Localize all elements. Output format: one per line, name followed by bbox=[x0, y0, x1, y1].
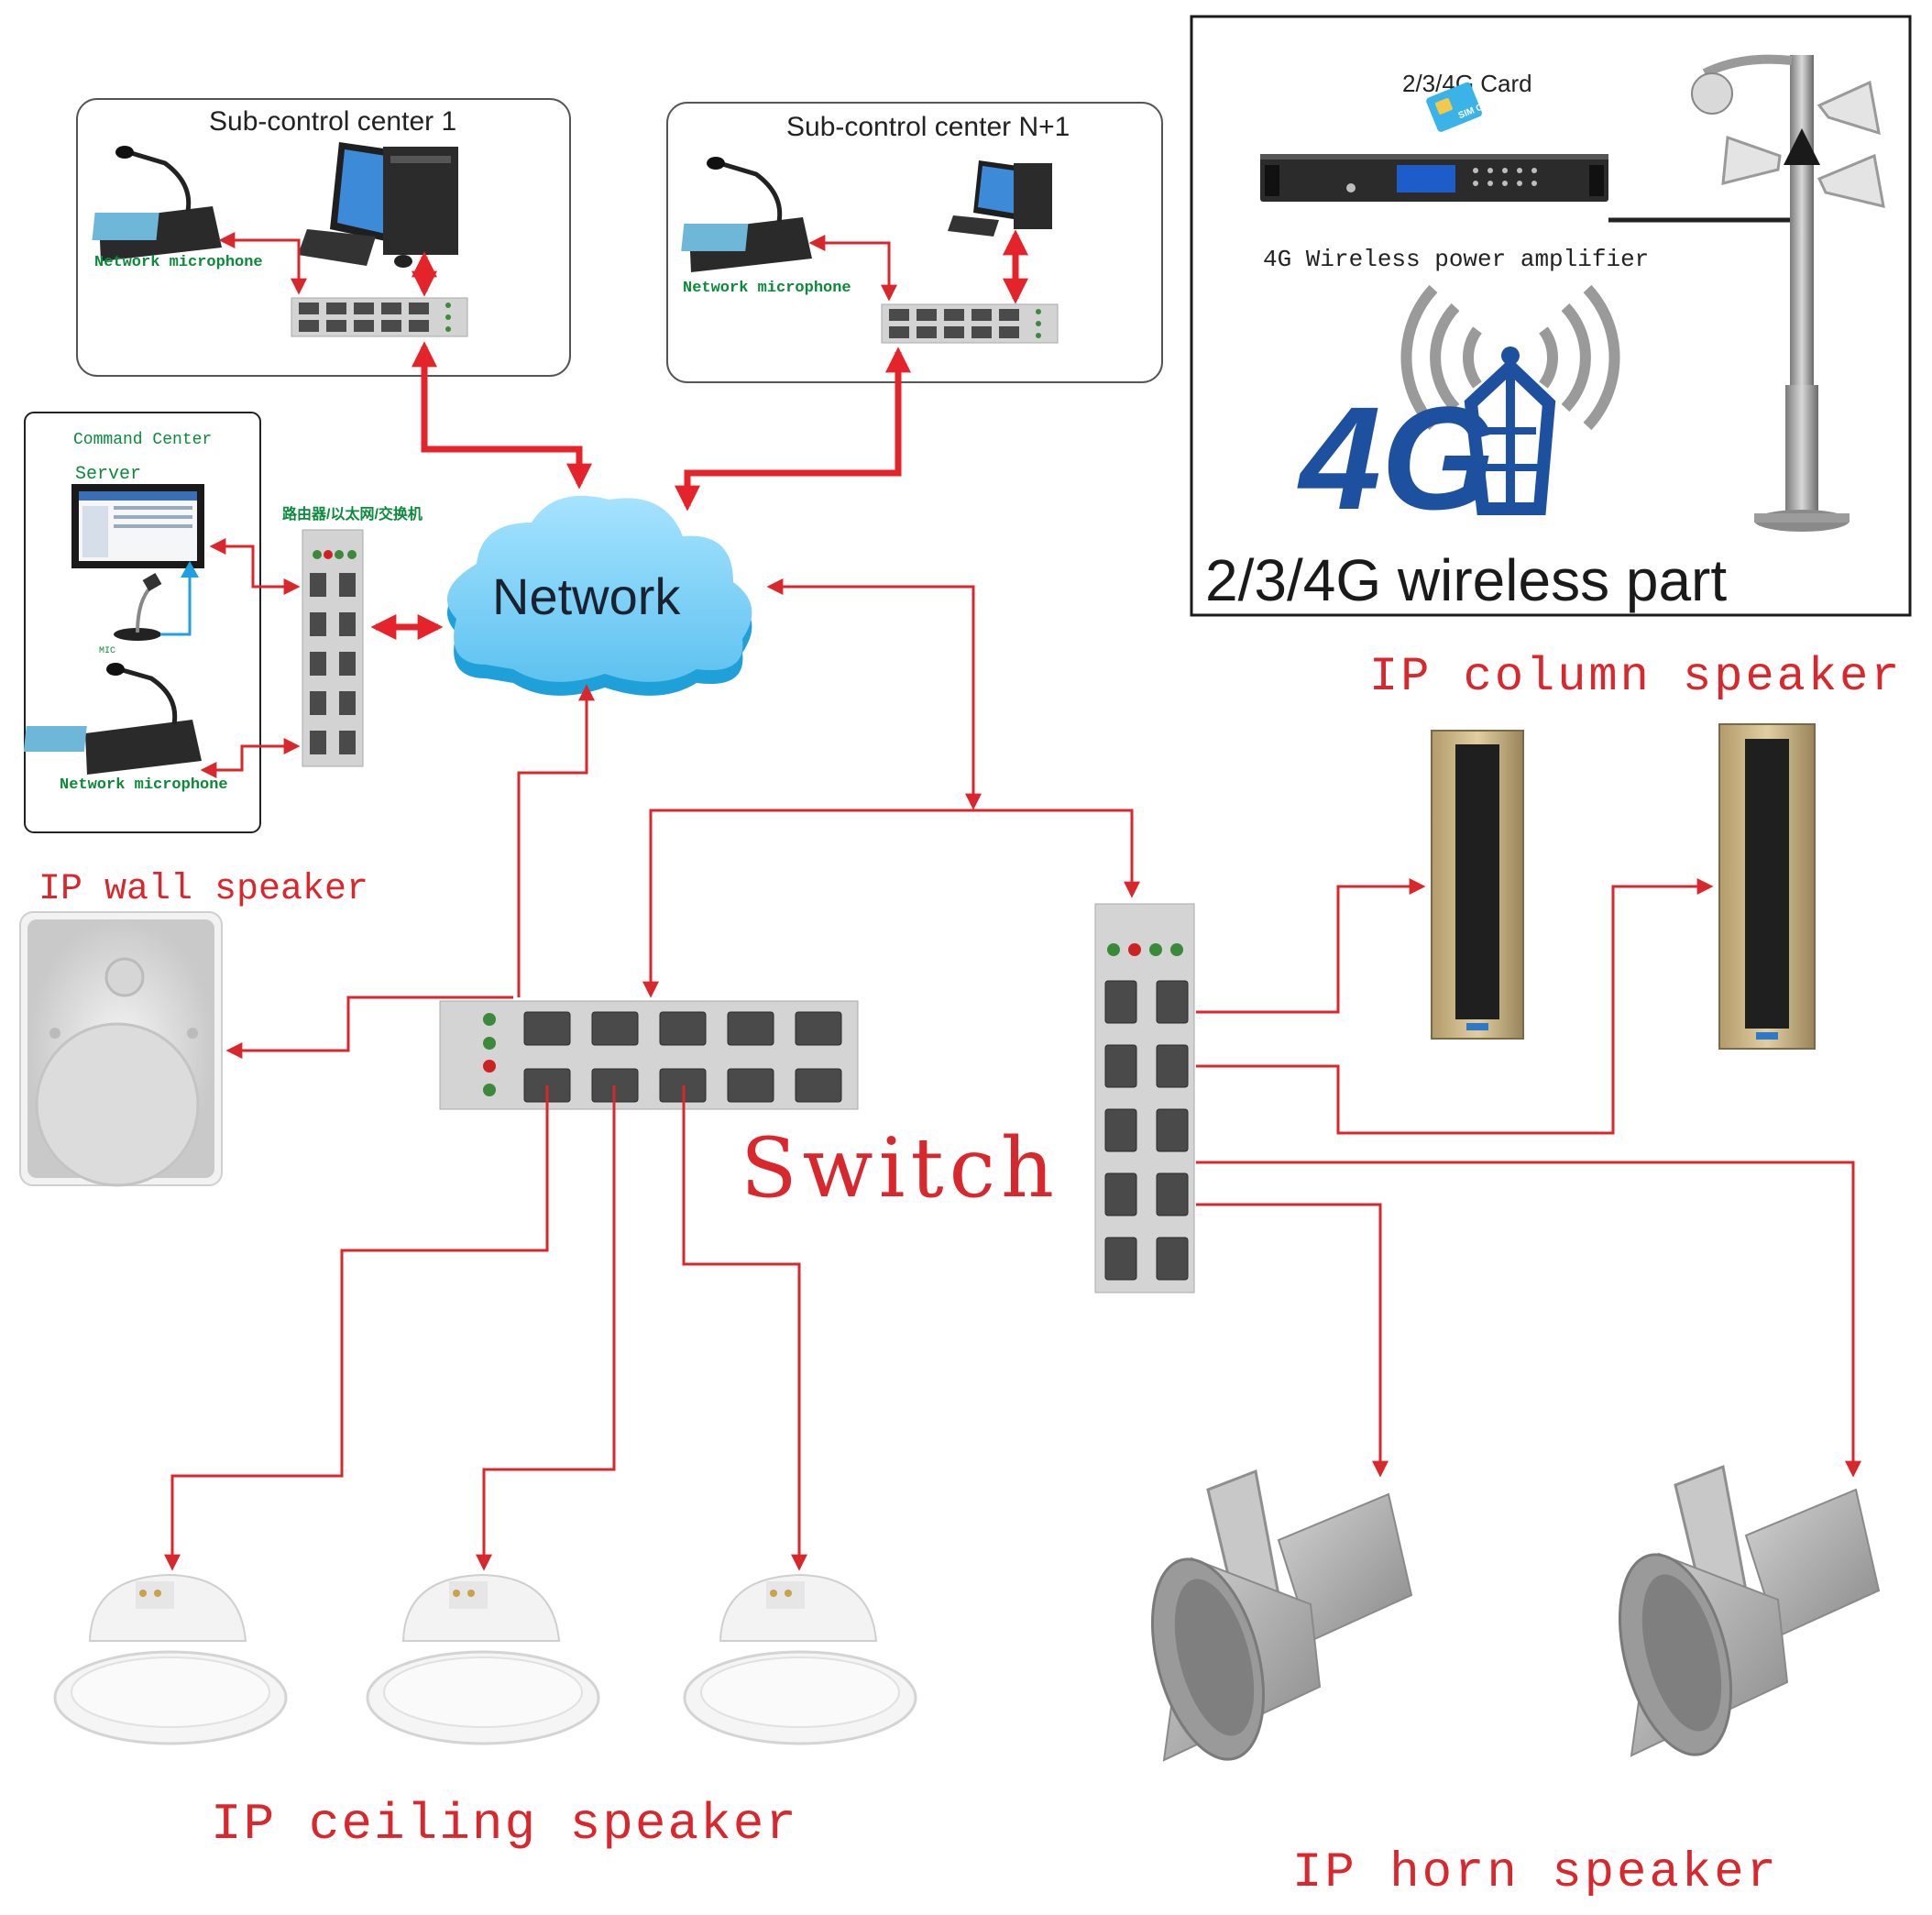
router-switch-vertical bbox=[302, 529, 364, 767]
router-label: 路由器/以太网/交换机 bbox=[282, 505, 423, 523]
mic-router-link bbox=[200, 738, 301, 778]
wireless-part-panel: 2/3/4G Card SIM Card 4G Wireless power a… bbox=[1190, 15, 1912, 617]
sub-center-n1-switch bbox=[881, 303, 1059, 344]
horn-speaker-label: IP horn speaker bbox=[1292, 1845, 1779, 1901]
amp-label: 4G Wireless power amplifier bbox=[1263, 246, 1649, 273]
network-cloud-icon bbox=[446, 495, 752, 696]
command-mic-label: Network microphone bbox=[60, 776, 228, 794]
column-speaker-label: IP column speaker bbox=[1369, 650, 1903, 704]
wireless-part-title: 2/3/4G wireless part bbox=[1205, 547, 1727, 613]
vertical-switch bbox=[1094, 903, 1195, 1293]
main-switch bbox=[439, 1000, 859, 1110]
mic-to-server-link bbox=[160, 568, 192, 636]
column-speaker-icon bbox=[1718, 723, 1816, 1050]
command-center: Command Center Server MIC Network microp… bbox=[23, 412, 261, 833]
sub-center-n1-mic-label: Network microphone bbox=[683, 280, 851, 297]
ceiling-speaker-icon bbox=[683, 1573, 917, 1745]
blue-arrow-icon bbox=[181, 561, 199, 578]
command-center-title: Command Center bbox=[73, 431, 212, 449]
server-monitor-icon bbox=[71, 484, 204, 568]
network-distribution-link bbox=[766, 578, 982, 810]
network-vertical-switch-link bbox=[973, 809, 1140, 898]
mic-small-label: MIC bbox=[99, 646, 115, 656]
server-router-link bbox=[209, 538, 301, 595]
computer-icon bbox=[948, 160, 1052, 237]
vswitch-horn-1-link bbox=[1196, 1203, 1389, 1478]
sub-control-center-1: Sub-control center 1 Network microphone bbox=[76, 98, 571, 377]
sub-center-1-switch bbox=[291, 297, 468, 337]
switch-ceiling-3-link bbox=[682, 1085, 807, 1571]
switch-label: Switch bbox=[741, 1120, 1059, 1216]
server-label: Server bbox=[75, 464, 141, 485]
network-main-switch-link bbox=[642, 809, 973, 998]
horn-speaker-icon bbox=[1150, 1469, 1413, 1762]
sub1-mic-link bbox=[218, 232, 307, 295]
lamp-pole-icon bbox=[1691, 54, 1885, 532]
subn1-network-link bbox=[675, 347, 911, 512]
wall-speaker-label: IP wall speaker bbox=[38, 869, 368, 910]
vswitch-column-2-link bbox=[1196, 878, 1714, 1135]
sub-center-n1-title: Sub-control center N+1 bbox=[786, 112, 1070, 142]
main-switch-network-link bbox=[517, 684, 595, 997]
gooseneck-mic-icon bbox=[114, 572, 162, 641]
column-speaker-icon bbox=[1431, 730, 1524, 1040]
computer-icon bbox=[298, 142, 458, 268]
network-label: Network bbox=[492, 567, 681, 625]
sub-control-center-n1: Sub-control center N+1 Network microphon… bbox=[666, 102, 1163, 383]
subn1-mic-link bbox=[808, 235, 897, 302]
ceiling-speaker-label: IP ceiling speaker bbox=[211, 1795, 798, 1854]
ceiling-speaker-icon bbox=[53, 1573, 288, 1745]
signal-tower-icon bbox=[1400, 284, 1620, 515]
network-microphone-icon bbox=[23, 663, 202, 775]
network-microphone-icon bbox=[681, 157, 812, 272]
sub1-network-link bbox=[412, 341, 592, 490]
ceiling-speaker-icon bbox=[366, 1573, 600, 1745]
wall-speaker-icon bbox=[19, 911, 223, 1187]
switch-wall-speaker-link bbox=[225, 996, 513, 1059]
sub-center-1-mic-label: Network microphone bbox=[94, 254, 263, 271]
switch-ceiling-1-link bbox=[164, 1085, 549, 1571]
vswitch-horn-2-link bbox=[1196, 1161, 1861, 1478]
network-microphone-icon bbox=[92, 146, 222, 261]
wireless-amplifier-icon bbox=[1260, 154, 1608, 202]
switch-ceiling-2-link bbox=[476, 1085, 616, 1571]
big-4g-logo: 4G bbox=[1297, 376, 1495, 540]
horn-speaker-icon bbox=[1618, 1464, 1881, 1757]
vswitch-column-1-link bbox=[1196, 878, 1426, 1014]
sub-center-1-title: Sub-control center 1 bbox=[209, 106, 456, 137]
